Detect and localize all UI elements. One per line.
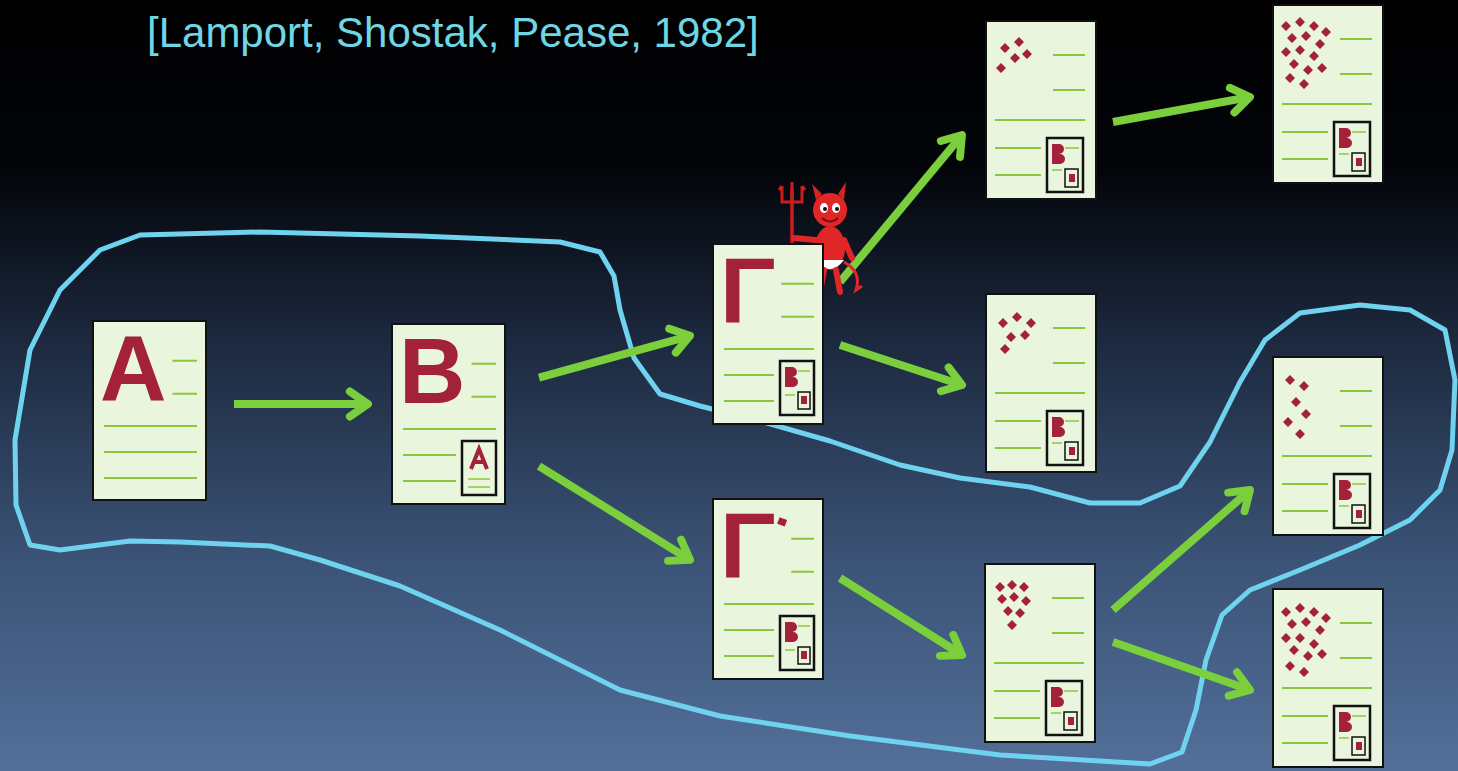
- document-card: Γ: [712, 498, 824, 680]
- document-card: A: [92, 320, 207, 501]
- inset-document: [780, 616, 814, 670]
- devil-arm: [844, 240, 852, 258]
- scrambled-dots: [996, 37, 1032, 73]
- arrow: [1113, 490, 1250, 610]
- arrow: [840, 135, 962, 282]
- document-letter: A: [100, 322, 166, 414]
- inset-mini-letter: [471, 449, 487, 469]
- document-card: [1273, 357, 1383, 535]
- arrow: [840, 578, 962, 655]
- inset-mini-letter: [785, 622, 798, 642]
- illustration-arrows: [840, 97, 1250, 690]
- arrow: [539, 466, 690, 560]
- inset-lines: [468, 479, 490, 487]
- document-card: B: [391, 323, 506, 505]
- scrambled-dots: [1283, 375, 1311, 439]
- scrambled-dots: [1281, 603, 1331, 677]
- devil-eye: [832, 203, 840, 213]
- document-letter: Γ: [720, 500, 775, 592]
- scrambled-dots: [1281, 17, 1331, 89]
- document-letter: Γ: [720, 245, 775, 337]
- trident-head: [779, 182, 805, 202]
- slide-title: [Lamport, Shostak, Pease, 1982]: [147, 8, 759, 58]
- scrambled-document: [985, 564, 1095, 742]
- devil-mouth: [822, 218, 838, 222]
- inset-mini-mark: [801, 651, 807, 659]
- inset-mini-letter: [785, 367, 798, 387]
- scrambled-document: [986, 294, 1096, 472]
- document-card: Γ: [712, 243, 824, 425]
- devil-tail: [844, 262, 862, 290]
- devil-pupil: [823, 207, 827, 211]
- devil-arm: [794, 238, 816, 240]
- devil-pupil: [835, 207, 839, 211]
- document-card: [985, 564, 1095, 742]
- devil-eye: [820, 203, 828, 213]
- inset-mini-mark: [801, 396, 807, 404]
- scrambled-dot: [777, 517, 787, 526]
- arrow: [234, 400, 368, 408]
- document-card: [1273, 589, 1383, 767]
- inset-mini-document: [798, 647, 810, 664]
- inset-document: [780, 361, 814, 415]
- scrambled-document: [1273, 357, 1383, 535]
- scrambled-dots: [995, 580, 1031, 630]
- document-card: [986, 21, 1096, 199]
- inset-mini-document: [798, 392, 810, 409]
- group-outline: [15, 232, 1455, 764]
- arrow: [1113, 642, 1250, 690]
- arrow: [840, 345, 962, 385]
- arrow: [539, 336, 690, 378]
- arrow: [1113, 97, 1250, 122]
- scrambled-dots: [998, 312, 1036, 354]
- inset-document: [462, 441, 496, 495]
- scrambled-document: [986, 21, 1096, 199]
- document-card: [986, 294, 1096, 472]
- document-card: [1273, 5, 1383, 183]
- devil-head: [813, 193, 847, 227]
- scrambled-document: [1273, 589, 1383, 767]
- document-letter: B: [399, 325, 465, 417]
- scrambled-document: [1273, 5, 1383, 183]
